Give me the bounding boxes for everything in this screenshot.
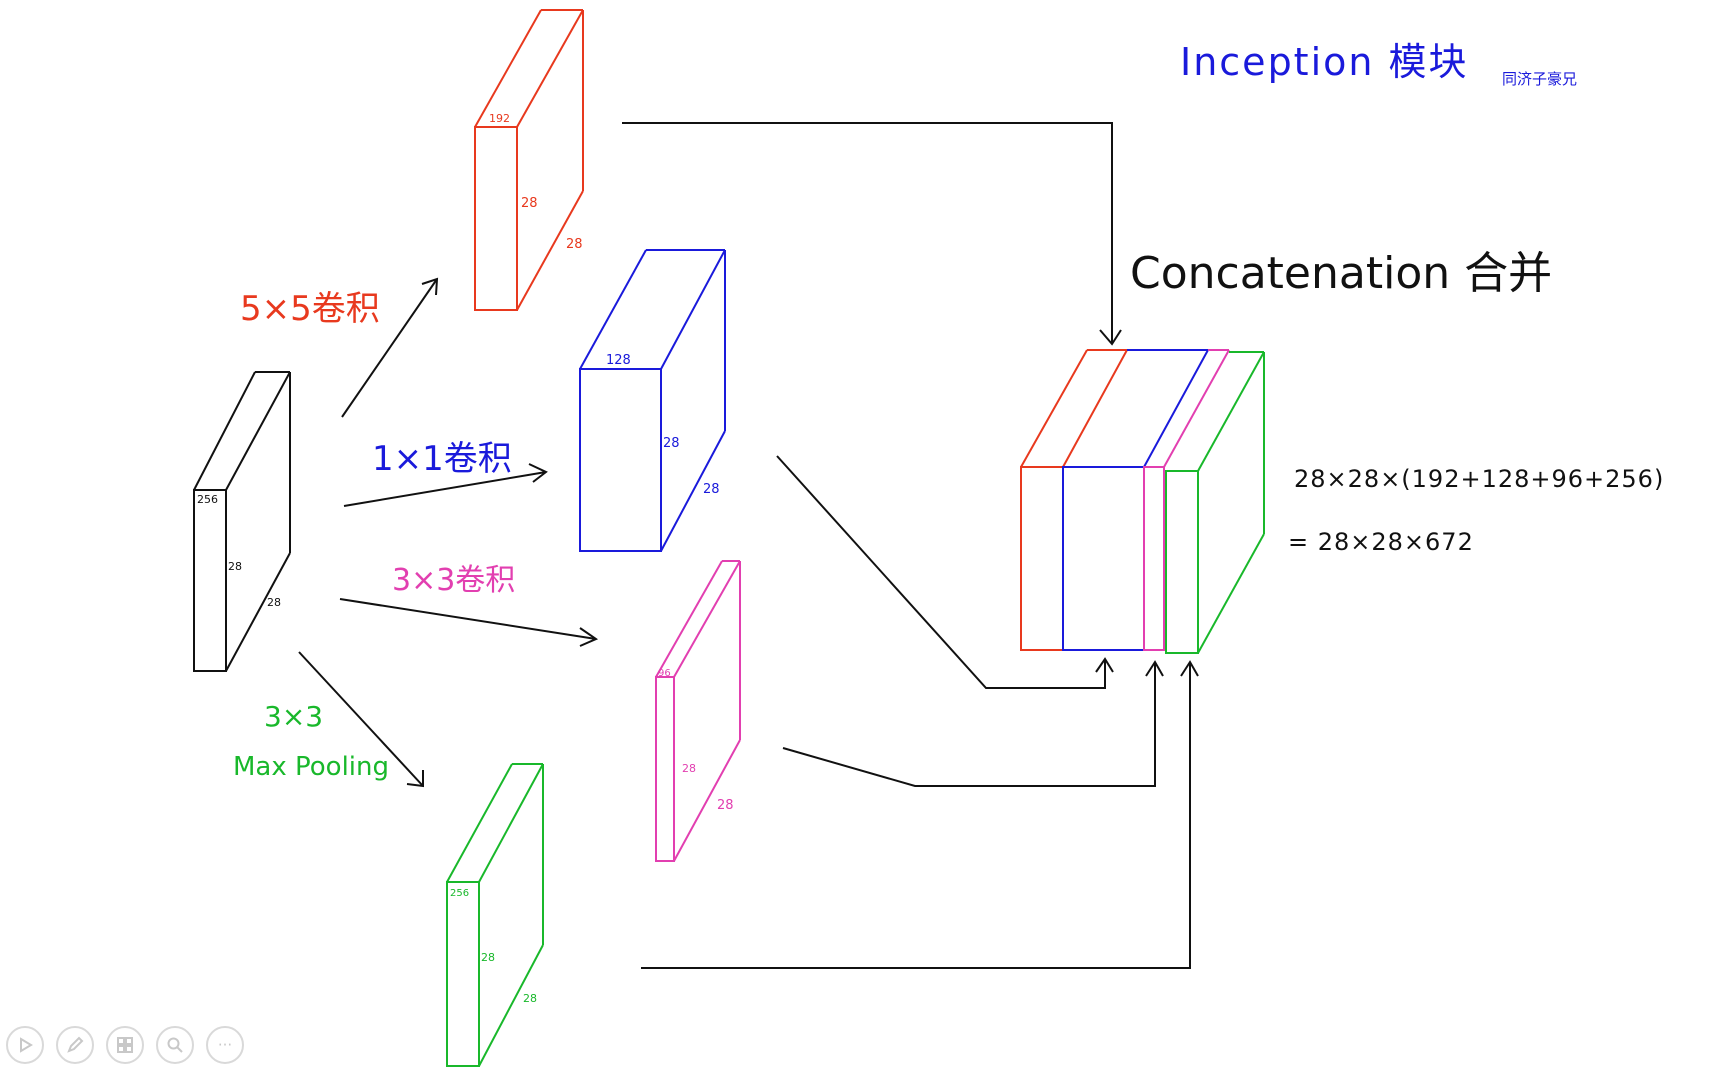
conv3-channels-label: 96 (658, 668, 671, 679)
play-button[interactable] (6, 1026, 44, 1064)
title: Inception 模块 (1180, 40, 1469, 84)
conv1-width-label: 28 (703, 482, 720, 497)
input-height-label: 28 (228, 560, 242, 573)
presentation-toolbar: ··· (6, 1026, 244, 1064)
concat-formula-line2: = 28×28×672 (1288, 528, 1474, 556)
conv3-block (655, 560, 741, 862)
slides-icon (117, 1037, 133, 1053)
branch-arrows (298, 277, 599, 788)
concat-block (1020, 349, 1265, 654)
conv5-height-label: 28 (521, 196, 538, 211)
zoom-icon (167, 1037, 183, 1053)
pool-label-name: Max Pooling (233, 752, 389, 782)
conv1-block (579, 249, 726, 552)
conv5-channels-label: 192 (489, 112, 510, 125)
more-button[interactable]: ··· (206, 1026, 244, 1064)
input-channels-label: 256 (197, 493, 218, 506)
play-icon (20, 1037, 33, 1053)
conv5-block (474, 9, 584, 311)
zoom-button[interactable] (156, 1026, 194, 1064)
pen-button[interactable] (56, 1026, 94, 1064)
slides-button[interactable] (106, 1026, 144, 1064)
pool-channels-label: 256 (450, 888, 469, 899)
pool-label-size: 3×3 (264, 700, 323, 733)
pool-width-label: 28 (523, 992, 537, 1005)
conv3-width-label: 28 (717, 798, 734, 813)
conv1-label: 1×1卷积 (372, 439, 512, 479)
pool-height-label: 28 (481, 951, 495, 964)
conv5-width-label: 28 (566, 237, 583, 252)
conv3-label: 3×3卷积 (392, 563, 515, 598)
input-block (193, 371, 291, 672)
pen-icon (67, 1036, 84, 1053)
conv3-height-label: 28 (682, 762, 696, 775)
conv1-height-label: 28 (663, 436, 680, 451)
concat-label: Concatenation 合并 (1130, 248, 1552, 299)
input-width-label: 28 (267, 596, 281, 609)
concat-formula-line1: 28×28×(192+128+96+256) (1294, 465, 1664, 493)
conv5-label: 5×5卷积 (240, 289, 380, 329)
pool-block (446, 763, 544, 1067)
conv1-channels-label: 128 (606, 353, 631, 368)
concat-connectors (622, 122, 1199, 969)
author-credit: 同济子豪兄 (1502, 70, 1577, 88)
more-icon: ··· (217, 1036, 233, 1054)
